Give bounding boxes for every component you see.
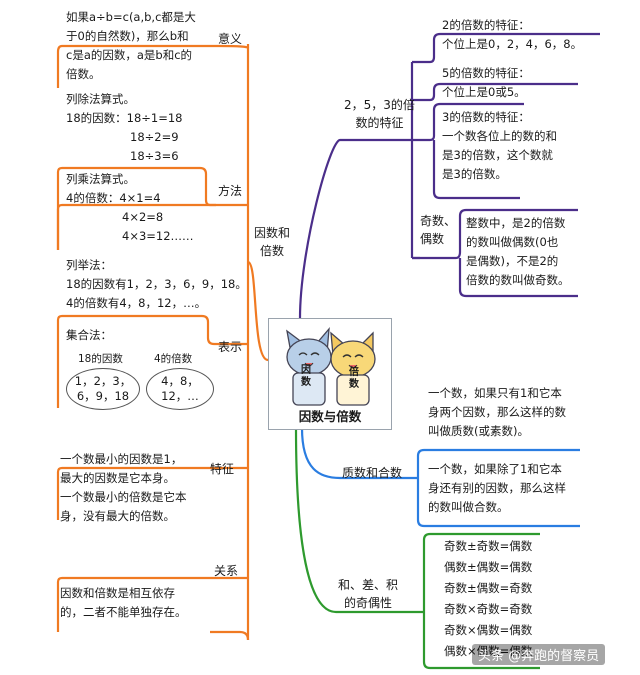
feature-line-1: 一个数最小的因数是1， (60, 452, 183, 466)
feature-line-4: 身，没有最大的倍数。 (60, 509, 175, 523)
method-mult-line-3: 4×2=8 (122, 210, 164, 224)
parity-rule: 奇数×偶数=偶数 (444, 623, 533, 637)
method-division-line-3: 18÷2=9 (130, 130, 179, 144)
composite-text: 一个数，如果除了1和它本 身还有别的因数，那么这样 的数叫做合数。 (428, 460, 566, 517)
method-mult-line-2: 4的倍数：4×1=4 (66, 191, 161, 205)
feature-line-3: 一个数最小的倍数是它本 (60, 490, 187, 504)
left-main-label-line1: 因数和 (254, 226, 291, 240)
method-mult-line-4: 4×3=12…… (122, 229, 194, 243)
cat-sign-left: 因数 (299, 365, 313, 389)
relation-line-1: 因数和倍数是相互依存 (60, 586, 175, 600)
right-multiples-lines (298, 32, 600, 319)
multiple-3-text: 3的倍数的特征： 一个数各位上的数的和 是3的倍数，这个数就 是3的倍数。 (442, 108, 557, 184)
left-main-label-line2: 倍数 (260, 244, 285, 258)
parity-label-line1: 和、差、积 (338, 578, 399, 592)
odd-even-text: 整数中，是2的倍数 的数叫做偶数(0也 是偶数)，不是2的 倍数的数叫做奇数。 (466, 214, 570, 290)
right-prime-lines (300, 427, 580, 528)
center-title: 因数与倍数 (298, 409, 362, 424)
center-node: 因数 倍数 因数与倍数 (268, 318, 392, 430)
represent-set-title: 集合法： (66, 328, 112, 342)
represent-list-line-1: 列举法： (66, 258, 112, 272)
multiple-5-desc: 个位上是0或5。 (442, 85, 526, 99)
odd-even-line-3: 是偶数)，不是2的 (466, 254, 559, 268)
odd-even-label-line2: 偶数 (420, 232, 445, 246)
link-center-to-main-left (246, 260, 269, 362)
method-label: 方法 (218, 184, 243, 198)
multiples-label: 2，5，3的倍 数的特征 (344, 96, 415, 132)
odd-even-line-4: 倍数的数叫做奇数。 (466, 273, 570, 287)
parity-label: 和、差、积 的奇偶性 (338, 576, 398, 612)
relation-label: 关系 (214, 564, 239, 578)
represent-list-line-3: 4的倍数有4，8，12，…。 (66, 296, 207, 310)
composite-line-1: 一个数，如果除了1和它本 (428, 462, 562, 476)
multiples-label-line1: 2，5，3的倍 (344, 98, 415, 112)
link-meaning (56, 44, 250, 88)
left-main-label: 因数和 倍数 (254, 224, 290, 260)
left-branch-lines (56, 44, 269, 641)
multiple-3-line-1: 一个数各位上的数的和 (442, 129, 557, 143)
method-division-line-2: 18的因数：18÷1=18 (66, 111, 183, 125)
parity-rule: 偶数±偶数=偶数 (444, 560, 533, 574)
set-oval-multiples: 4，8，12，… (146, 368, 214, 410)
prime-line-3: 叫做质数(或素数)。 (428, 424, 529, 438)
represent-set-heading-1: 18的因数 (78, 353, 123, 365)
meaning-text: 如果a÷b=c(a,b,c都是大 于0的自然数)，那么b和 c是a的因数，a是b… (66, 8, 196, 84)
meaning-line-3: c是a的因数，a是b和c的 (66, 48, 193, 62)
set-oval-multiples-text: 4，8，12，… (161, 374, 199, 403)
set-oval-factors: 1，2，3， 6，9，18 (66, 368, 140, 410)
composite-line-3: 的数叫做合数。 (428, 500, 509, 514)
represent-list-line-2: 18的因数有1，2，3，6，9，18。 (66, 277, 247, 291)
method-division: 列除法算式。 18的因数：18÷1=18 18÷2=9 18÷3=6 (66, 90, 183, 166)
method-multiplication: 列乘法算式。 4的倍数：4×1=4 4×2=8 4×3=12…… (66, 170, 194, 246)
cats-illustration (286, 327, 376, 406)
parity-rule: 奇数×奇数=奇数 (444, 602, 533, 616)
prime-line-2: 身两个因数，那么这样的数 (428, 405, 566, 419)
multiples-label-line2: 数的特征 (355, 116, 404, 130)
parity-rule: 奇数±偶数=奇数 (444, 581, 533, 595)
multiple-5-text: 5的倍数的特征： 个位上是0或5。 (442, 64, 530, 102)
odd-even-label: 奇数、 偶数 (420, 212, 456, 248)
multiple-3-line-2: 是3的倍数，这个数就 (442, 148, 553, 162)
multiple-3-line-3: 是3的倍数。 (442, 167, 507, 181)
set-oval-factors-line-2: 6，9，18 (76, 389, 130, 403)
multiple-3-title: 3的倍数的特征： (442, 110, 530, 124)
parity-rules: 奇数±奇数=偶数 偶数±偶数=偶数 奇数±偶数=奇数 奇数×奇数=奇数 奇数×偶… (444, 536, 532, 662)
prime-line-1: 一个数，如果只有1和它本 (428, 386, 562, 400)
multiple-5-title: 5的倍数的特征： (442, 66, 530, 80)
right-parity-lines (294, 427, 540, 670)
parity-label-line2: 的奇偶性 (344, 596, 393, 610)
meaning-line-1: 如果a÷b=c(a,b,c都是大 (66, 10, 196, 24)
multiple-2-text: 2的倍数的特征： 个位上是0，2，4，6，8。 (442, 16, 582, 54)
relation-line-2: 的，二者不能单独存在。 (60, 605, 187, 619)
feature-text: 一个数最小的因数是1， 最大的因数是它本身。 一个数最小的倍数是它本 身，没有最… (60, 450, 187, 526)
multiple-2-title: 2的倍数的特征： (442, 18, 530, 32)
represent-list: 列举法： 18的因数有1，2，3，6，9，18。 4的倍数有4，8，12，…。 (66, 256, 247, 313)
meaning-line-4: 倍数。 (66, 67, 101, 81)
meaning-line-2: 于0的自然数)，那么b和 (66, 29, 189, 43)
method-division-line-1: 列除法算式。 (66, 92, 135, 106)
prime-label: 质数和合数 (342, 466, 403, 480)
method-division-line-4: 18÷3=6 (130, 149, 179, 163)
odd-even-label-line1: 奇数、 (420, 214, 457, 228)
method-mult-line-1: 列乘法算式。 (66, 172, 135, 186)
relation-text: 因数和倍数是相互依存 的，二者不能单独存在。 (60, 584, 187, 622)
set-oval-factors-line-1: 1，2，3， (74, 374, 132, 388)
meaning-label: 意义 (218, 32, 243, 46)
odd-even-line-1: 整数中，是2的倍数 (466, 216, 566, 230)
cat-sign-right: 倍数 (347, 367, 361, 391)
feature-line-2: 最大的因数是它本身。 (60, 471, 175, 485)
represent-set-heading-2: 4的倍数 (154, 353, 193, 365)
multiple-2-desc: 个位上是0，2，4，6，8。 (442, 37, 583, 51)
represent-label: 表示 (218, 340, 243, 354)
odd-even-line-2: 的数叫做偶数(0也 (466, 235, 559, 249)
composite-line-2: 身还有别的因数，那么这样 (428, 481, 566, 495)
parity-rule: 偶数×偶数=偶数 (444, 644, 533, 658)
parity-rule: 奇数±奇数=偶数 (444, 539, 533, 553)
cat-sign-right-text: 倍数 (349, 367, 359, 390)
feature-label: 特征 (210, 462, 235, 476)
watermark: 头条 @奔跑的督察员 (472, 644, 606, 665)
prime-text: 一个数，如果只有1和它本 身两个因数，那么这样的数 叫做质数(或素数)。 (428, 384, 566, 441)
cat-sign-left-text: 因数 (301, 365, 311, 388)
